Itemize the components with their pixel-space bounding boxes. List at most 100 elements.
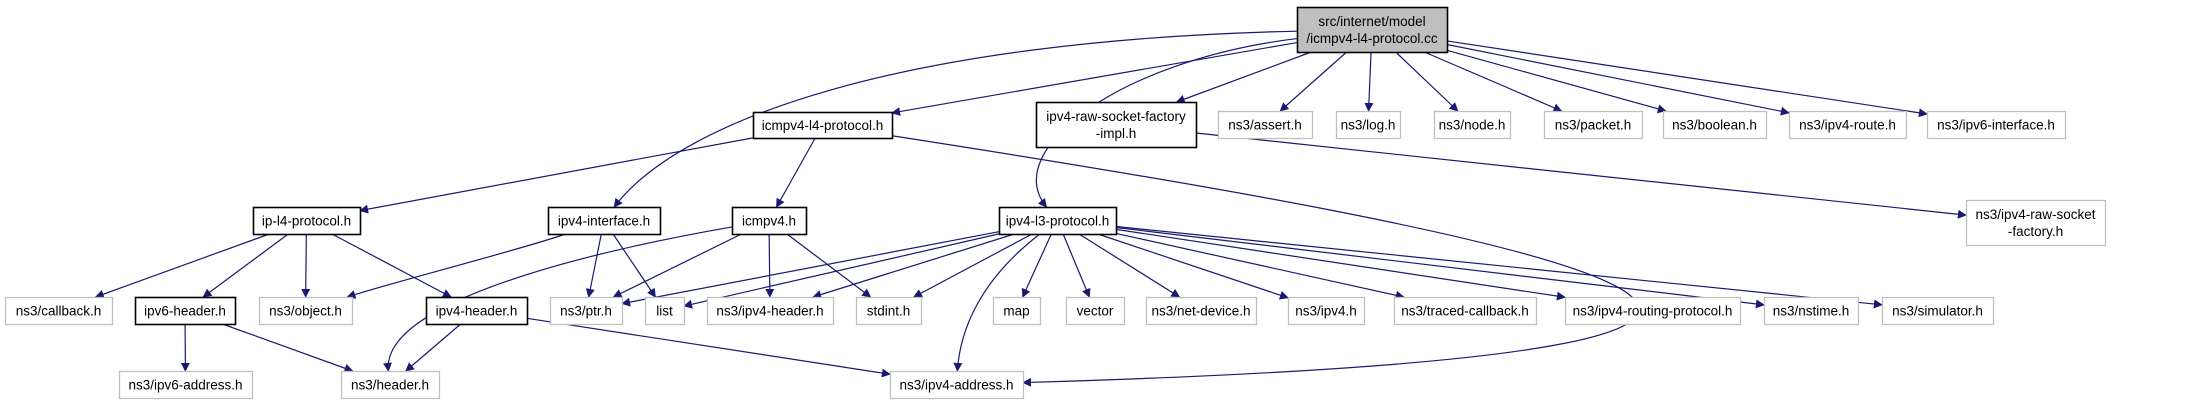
node-label: /icmpv4-l4-protocol.cc — [1306, 31, 1438, 46]
node-box — [1965, 199, 2107, 247]
node-box — [1287, 296, 1366, 326]
node-label: ns3/object.h — [269, 304, 342, 319]
node-label: ns3/packet.h — [1555, 118, 1632, 133]
node-ipv4-raw-socket-factory-impl-h[interactable]: ipv4-raw-socket-factory -impl.h — [1035, 101, 1198, 149]
node-box — [1881, 296, 1995, 326]
edge-ipv4-interface-h-to-ns3-ptr-h — [585, 233, 602, 298]
node-label: ipv4-raw-socket-factory — [1046, 109, 1186, 124]
edge-ip-l4-protocol-h-to-ns3-object-h — [301, 233, 311, 298]
node-box — [340, 370, 441, 400]
node-ns3-node-h: ns3/node.h — [1433, 110, 1512, 140]
edge-ipv4-l3-protocol-h-to-ns3-simulator-h — [1115, 225, 1883, 309]
node-label: icmpv4-l4-protocol.h — [762, 118, 884, 133]
node-ns3-assert-h: ns3/assert.h — [1217, 110, 1314, 140]
node-label: ns3/nstime.h — [1773, 304, 1850, 319]
node-box — [118, 370, 254, 400]
edge-ip-l4-protocol-h-to-ipv4-header-h — [331, 233, 452, 298]
edge-icmpv4-l4-protocol-h-to-ip-l4-protocol-h — [359, 137, 754, 214]
edge-ipv4-l3-protocol-h-to-ns3-ipv4-routing-protocol-h — [1115, 228, 1566, 301]
node-label: list — [656, 304, 673, 319]
node-ip-l4-protocol-h[interactable]: ip-l4-protocol.h — [252, 206, 362, 236]
node-ns3-net-device-h: ns3/net-device.h — [1145, 296, 1258, 326]
node-ns3-ipv4-raw-socket-factory-h: ns3/ipv4-raw-socket-factory.h — [1965, 199, 2107, 247]
node-map: map — [992, 296, 1042, 326]
node-box — [1543, 110, 1644, 140]
node-ns3-callback-h: ns3/callback.h — [4, 296, 114, 326]
node-box — [258, 296, 354, 326]
edge-ipv4-l3-protocol-h-to-ns3-ptr-h — [621, 231, 1000, 307]
node-box — [134, 296, 237, 326]
node-label: ipv4-header.h — [436, 304, 518, 319]
edge-ipv4-l3-protocol-h-to-vector — [1062, 233, 1091, 298]
nodes: src/internet/model/icmpv4-l4-protocol.cc… — [4, 6, 2107, 400]
edge-ipv4-header-h-to-ns3-header-h — [405, 323, 462, 372]
edge-ipv6-header-h-to-ns3-header-h — [222, 323, 354, 373]
edge-root-to-ipv4-interface-h — [613, 30, 1298, 208]
node-icmpv4-h[interactable]: icmpv4.h — [731, 206, 808, 236]
node-ns3-nstime-h: ns3/nstime.h — [1763, 296, 1860, 326]
node-root[interactable]: src/internet/model/icmpv4-l4-protocol.cc — [1296, 6, 1449, 54]
node-box — [4, 296, 114, 326]
node-icmpv4-l4-protocol-h[interactable]: icmpv4-l4-protocol.h — [752, 111, 894, 140]
node-label: -impl.h — [1096, 126, 1137, 141]
edge-ipv4-raw-socket-factory-impl-h-to-ns3-ipv4-raw-socket-factory-h — [1195, 132, 1967, 219]
node-box — [1296, 6, 1449, 54]
node-ns3-boolean-h: ns3/boolean.h — [1662, 110, 1768, 140]
node-label: ipv6-header.h — [144, 304, 226, 319]
node-ipv4-interface-h[interactable]: ipv4-interface.h — [547, 206, 662, 236]
edge-ipv4-interface-h-to-list — [612, 233, 656, 298]
node-box — [1065, 296, 1126, 326]
node-stdint-h: stdint.h — [855, 296, 923, 326]
node-box — [752, 111, 894, 140]
edge-ipv4-l3-protocol-h-to-ns3-ipv4-h — [1097, 233, 1289, 300]
node-label: ns3/ptr.h — [560, 304, 612, 319]
node-label: ns3/simulator.h — [1892, 304, 1983, 319]
node-ipv4-header-h[interactable]: ipv4-header.h — [425, 296, 529, 326]
node-ns3-ipv4-route-h: ns3/ipv4-route.h — [1788, 110, 1908, 140]
node-box — [1763, 296, 1860, 326]
edge-icmpv4-l4-protocol-h-to-icmpv4-h — [776, 137, 816, 208]
node-label: ns3/callback.h — [16, 304, 102, 319]
node-box — [1145, 296, 1258, 326]
node-label: icmpv4.h — [742, 214, 796, 229]
edge-icmpv4-h-to-ns3-ipv4-header-h — [765, 233, 775, 298]
node-ns3-ipv4-address-h: ns3/ipv4-address.h — [889, 370, 1025, 400]
node-ipv6-header-h[interactable]: ipv6-header.h — [134, 296, 237, 326]
edges — [94, 30, 1967, 387]
node-vector: vector — [1065, 296, 1126, 326]
node-list: list — [644, 296, 686, 326]
edge-icmpv4-h-to-ns3-ptr-h — [612, 233, 742, 298]
node-label: ip-l4-protocol.h — [262, 214, 351, 229]
edge-ipv4-l3-protocol-h-to-ns3-net-device-h — [1078, 233, 1181, 298]
node-box — [547, 206, 662, 236]
edge-root-to-ns3-log-h — [1364, 51, 1374, 112]
node-label: ns3/boolean.h — [1672, 118, 1757, 133]
edge-root-to-ns3-assert-h — [1279, 51, 1348, 112]
node-label: ns3/ipv4-header.h — [716, 304, 823, 319]
node-box — [644, 296, 686, 326]
edge-ipv4-l3-protocol-h-to-ns3-nstime-h — [1115, 226, 1765, 309]
edge-ipv4-l3-protocol-h-to-ns3-ipv4-address-h — [953, 233, 1041, 372]
node-ipv4-l3-protocol-h[interactable]: ipv4-l3-protocol.h — [998, 206, 1118, 236]
node-ns3-traced-callback-h: ns3/traced-callback.h — [1393, 296, 1538, 326]
node-box — [1788, 110, 1908, 140]
node-box — [1335, 110, 1402, 140]
node-box — [1217, 110, 1314, 140]
edge-ipv4-l3-protocol-h-to-list — [683, 233, 1000, 309]
node-label: ns3/ipv4-raw-socket — [1975, 207, 2095, 222]
node-box — [998, 206, 1118, 236]
node-ns3-object-h: ns3/object.h — [258, 296, 354, 326]
node-label: ns3/node.h — [1439, 118, 1506, 133]
node-ns3-log-h: ns3/log.h — [1335, 110, 1402, 140]
edge-root-to-ns3-ipv4-route-h — [1446, 43, 1790, 116]
edge-root-to-icmpv4-l4-protocol-h — [891, 41, 1298, 116]
edge-icmpv4-h-to-ns3-header-h — [383, 226, 733, 372]
node-label: ns3/ipv4-address.h — [899, 378, 1013, 393]
node-label: ns3/ipv4-route.h — [1799, 118, 1896, 133]
node-label: ns3/ipv4-routing-protocol.h — [1573, 304, 1733, 319]
node-ns3-ipv6-interface-h: ns3/ipv6-interface.h — [1926, 110, 2067, 140]
node-label: ns3/net-device.h — [1151, 304, 1250, 319]
node-label: stdint.h — [867, 304, 911, 319]
node-box — [1393, 296, 1538, 326]
